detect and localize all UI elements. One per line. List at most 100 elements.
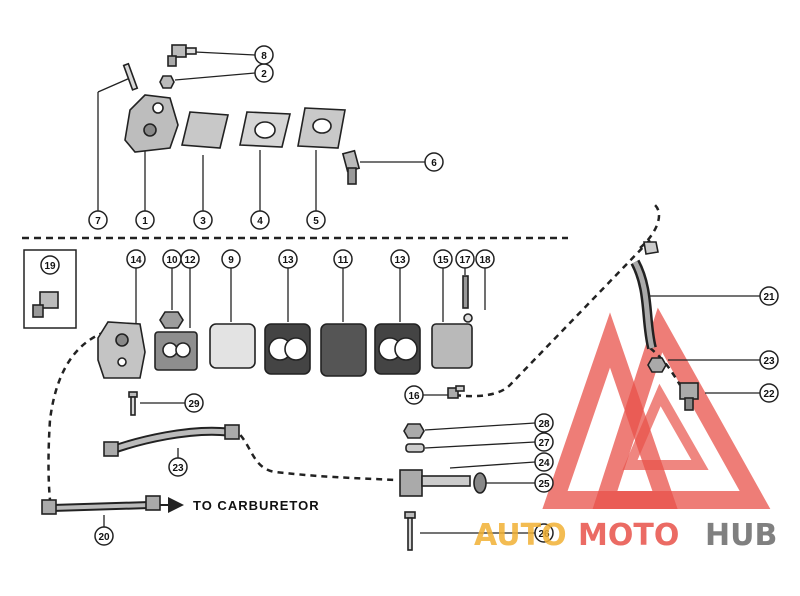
callouts: 1 2 3 4 5 6 7 8 9 10 11 12 13 13 14 15 1… [40,45,779,546]
callout-16: 16 [404,385,424,405]
svg-text:28: 28 [538,419,550,430]
part-diaphragm-11 [320,323,367,377]
callout-10: 10 [162,249,182,269]
callout-4: 4 [250,210,270,230]
callout-23-upper: 23 [759,350,779,370]
callout-3: 3 [193,210,213,230]
part-screw-29 [128,391,138,416]
part-screw-7 [122,62,139,91]
callout-5: 5 [306,210,326,230]
svg-text:AUTO: AUTO [474,518,567,553]
inset-box [23,249,77,329]
part-cover-15 [431,323,473,369]
svg-text:17: 17 [459,255,471,266]
svg-text:8: 8 [261,51,267,62]
part-elbow-19 [32,291,59,318]
callout-20: 20 [94,526,114,546]
callout-6: 6 [424,152,444,172]
part-gasket-3 [181,111,229,149]
svg-text:6: 6 [431,158,437,169]
svg-text:25: 25 [538,479,550,490]
callout-12: 12 [180,249,200,269]
callout-17: 17 [455,249,475,269]
part-washer-18 [463,313,473,323]
part-screw-26 [404,511,416,551]
callout-24: 24 [534,452,554,472]
carburetor-note: TO CARBURETOR [193,498,320,513]
svg-text:18: 18 [479,255,491,266]
part-gasket-13-left [264,323,311,375]
part-nut-28 [403,423,425,439]
part-nut-2 [159,75,175,89]
part-fitting-8 [167,44,197,67]
part-hose-21 [630,241,659,350]
callout-9: 9 [221,249,241,269]
part-washer-25 [473,472,487,494]
callout-1: 1 [135,210,155,230]
callout-15: 15 [433,249,453,269]
svg-text:1: 1 [142,216,148,227]
part-gasket-12 [154,331,198,371]
callout-25: 25 [534,473,554,493]
svg-text:5: 5 [313,216,319,227]
callout-26: 26 [534,523,554,543]
part-gasket-4 [239,111,292,148]
part-valve-24 [399,469,471,497]
svg-text:10: 10 [166,255,178,266]
part-fitting-16 [447,385,465,399]
part-spring-27 [405,443,425,453]
callout-13-right: 13 [390,249,410,269]
svg-text:3: 3 [200,216,206,227]
svg-text:12: 12 [184,255,196,266]
callout-23-lower: 23 [168,457,188,477]
part-housing-14 [97,321,146,379]
svg-text:22: 22 [763,389,775,400]
callout-21: 21 [759,286,779,306]
svg-text:9: 9 [228,255,234,266]
parts-upper [122,44,361,185]
svg-text:13: 13 [394,255,406,266]
callout-29: 29 [184,393,204,413]
svg-text:27: 27 [538,438,550,449]
svg-text:15: 15 [437,255,449,266]
svg-text:26: 26 [538,529,550,540]
part-plate-5 [297,107,346,149]
parts-lower [32,241,699,551]
callout-18: 18 [475,249,495,269]
svg-text:HUB: HUB [705,518,777,553]
part-pump-body-1 [124,94,179,153]
svg-text:2: 2 [261,69,267,80]
leader-lines [97,51,760,534]
svg-text:20: 20 [98,532,110,543]
svg-text:16: 16 [408,391,420,402]
part-pin-17 [462,275,469,309]
callout-19: 19 [40,255,60,275]
part-cover-9 [209,323,256,369]
svg-text:11: 11 [338,255,349,266]
watermark-wordmark: AUTO MOTO HUB [474,518,777,553]
callout-27: 27 [534,432,554,452]
svg-text:13: 13 [282,255,294,266]
svg-text:29: 29 [188,399,200,410]
fuel-route-lines [47,204,682,501]
part-elbow-6 [341,149,361,185]
callout-14: 14 [126,249,146,269]
part-nut-10 [159,311,184,329]
part-hose-20 [41,495,161,515]
callout-11: 11 [333,249,353,269]
svg-text:14: 14 [130,255,142,266]
callout-7: 7 [88,210,108,230]
svg-text:21: 21 [763,292,775,303]
callout-2: 2 [254,63,274,83]
callout-13-left: 13 [278,249,298,269]
part-elbow-22 [679,382,699,411]
svg-text:4: 4 [257,216,263,227]
svg-text:23: 23 [763,356,775,367]
callout-28: 28 [534,413,554,433]
svg-text:24: 24 [538,458,550,469]
svg-text:7: 7 [95,216,101,227]
part-nut-23-upper [647,357,667,373]
part-gasket-13-right [374,323,421,375]
svg-text:23: 23 [172,463,184,474]
